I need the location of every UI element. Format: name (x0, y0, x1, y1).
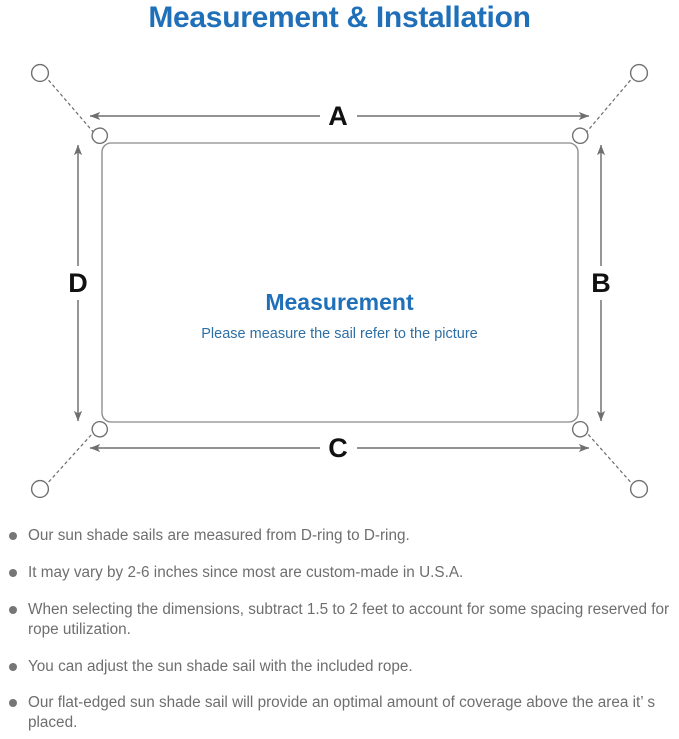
list-item-text: You can adjust the sun shade sail with t… (28, 657, 413, 675)
list-item-text: Our flat-edged sun shade sail will provi… (28, 694, 655, 732)
bullet-icon (9, 532, 17, 540)
notes-list: Our sun shade sails are measured from D-… (0, 526, 679, 733)
d-ring-top-right (572, 127, 589, 144)
anchor-ring-top-right (629, 63, 649, 83)
sail-body (101, 142, 579, 423)
d-ring-top-left (91, 127, 108, 144)
bullet-icon (9, 662, 17, 671)
bullet-icon (9, 699, 17, 708)
bullet-icon (9, 605, 17, 614)
rope-connectors (44, 75, 635, 487)
dimension-d-label: D (68, 268, 88, 298)
anchor-ring-bottom-left (30, 479, 50, 499)
anchor-ring-top-left (30, 63, 50, 83)
diagram-center-title: Measurement (265, 289, 414, 315)
rope-bottom-right (578, 423, 635, 487)
d-ring-bottom-left (91, 421, 108, 438)
list-item: Our flat-edged sun shade sail will provi… (0, 693, 679, 733)
rope-bottom-left (44, 423, 102, 487)
list-item: You can adjust the sun shade sail with t… (0, 657, 679, 677)
list-item-text: Our sun shade sails are measured from D-… (28, 527, 410, 544)
bullet-icon (9, 568, 17, 577)
rope-top-right (578, 75, 635, 142)
anchor-ring-bottom-right (629, 479, 649, 499)
list-item: It may vary by 2-6 inches since most are… (0, 563, 679, 583)
sail-diagram: A C D B Measurement Please measure the s… (0, 48, 679, 518)
list-item-text: It may vary by 2-6 inches since most are… (28, 563, 464, 581)
diagram-center-subtitle: Please measure the sail refer to the pic… (201, 326, 478, 342)
d-ring-bottom-right (572, 421, 589, 438)
list-item-text: When selecting the dimensions, subtract … (28, 600, 670, 638)
page-title: Measurement & Installation (148, 1, 531, 34)
list-item: When selecting the dimensions, subtract … (0, 600, 679, 640)
rope-top-left (44, 75, 102, 142)
anchor-rings (30, 63, 649, 499)
corner-d-rings (91, 127, 589, 438)
dimension-c-label: C (328, 433, 348, 463)
dimension-b-label: B (591, 268, 611, 298)
dimension-a-label: A (328, 101, 348, 131)
list-item: Our sun shade sails are measured from D-… (0, 526, 679, 546)
